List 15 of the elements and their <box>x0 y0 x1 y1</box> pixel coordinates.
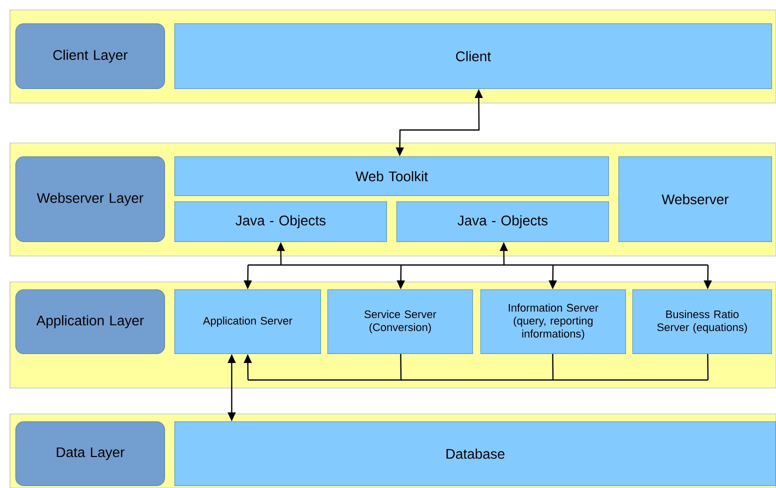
component-box: Information Server (query, reporting informations) <box>480 289 626 354</box>
component-box: Client <box>174 23 772 89</box>
component-box: Application Server <box>174 289 321 354</box>
component-box: Business Ratio Server (equations) <box>632 289 772 354</box>
component-box: Webserver <box>618 156 772 242</box>
arrow <box>244 354 709 381</box>
component-box: Service Server (Conversion) <box>327 289 473 354</box>
component-box: Web Toolkit <box>174 156 609 196</box>
component-box: Java - Objects <box>174 201 387 242</box>
component-box: Java - Objects <box>396 201 609 242</box>
layer-box: Application Layer <box>15 289 165 354</box>
component-box: Database <box>174 421 776 486</box>
layer-box: Webserver Layer <box>15 156 165 242</box>
layer-box: Data Layer <box>15 421 165 486</box>
layer-box: Client Layer <box>15 23 165 89</box>
